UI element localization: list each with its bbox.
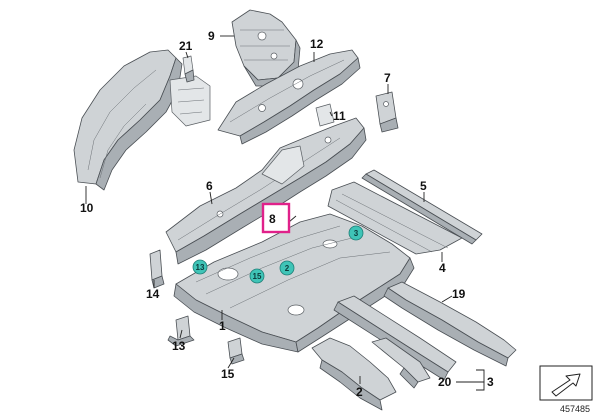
part-4-cross-panel <box>327 181 463 255</box>
part-7-bracket <box>375 91 399 133</box>
part-12-side-member-upper <box>217 49 361 145</box>
callout-21: 21 <box>179 39 193 53</box>
svg-text:15: 15 <box>253 272 262 281</box>
callout-4: 4 <box>439 261 446 275</box>
badge-2: 2 <box>279 260 295 276</box>
part-13-bracket <box>167 315 195 347</box>
part-10-wheel-arch <box>73 49 211 191</box>
callout-6: 6 <box>206 179 213 193</box>
callout-8: 8 <box>269 212 276 226</box>
callout-11: 11 <box>333 109 346 123</box>
callout-19: 19 <box>452 287 466 301</box>
callout-13: 13 <box>172 339 186 353</box>
part-19-side-rail <box>383 281 517 367</box>
svg-text:2: 2 <box>285 264 290 273</box>
callout-1: 1 <box>219 319 226 333</box>
badge-3: 3 <box>348 225 364 241</box>
part-2-lower-reinforcement <box>311 337 397 411</box>
part-21-bracket <box>182 55 195 83</box>
part-5-sill-reinforcement <box>361 169 483 245</box>
part-20-frame-reinforcements <box>333 295 457 389</box>
callout-2: 2 <box>356 385 363 399</box>
badge-13: 13 <box>192 259 208 275</box>
callout-3: 3 <box>487 375 494 389</box>
part-6-longitudinal-member <box>165 117 367 265</box>
callout-9: 9 <box>208 29 215 43</box>
callout-5: 5 <box>420 179 427 193</box>
badges: 3 13 15 2 <box>192 225 364 284</box>
arrow-pointer-icon <box>539 365 593 401</box>
svg-text:3: 3 <box>354 229 359 238</box>
callout-7: 7 <box>384 71 391 85</box>
callout-20: 20 <box>438 375 452 389</box>
highlight-box <box>261 202 291 234</box>
callout-12: 12 <box>310 37 324 51</box>
highlighted-callout-8[interactable]: 8 <box>261 202 291 234</box>
part-11-gusset <box>315 103 335 127</box>
reference-number: 457485 <box>559 404 590 414</box>
leader-lines <box>85 35 485 391</box>
callout-10: 10 <box>80 201 94 215</box>
callout-14: 14 <box>146 287 160 301</box>
callout-15: 15 <box>221 367 235 381</box>
part-14-bracket <box>149 249 165 289</box>
callout-numbers: 10 21 9 12 7 11 6 5 4 14 19 1 13 15 2 20… <box>80 29 494 399</box>
part-15-bracket <box>227 337 245 365</box>
svg-text:13: 13 <box>196 263 205 272</box>
badge-15: 15 <box>249 268 265 284</box>
